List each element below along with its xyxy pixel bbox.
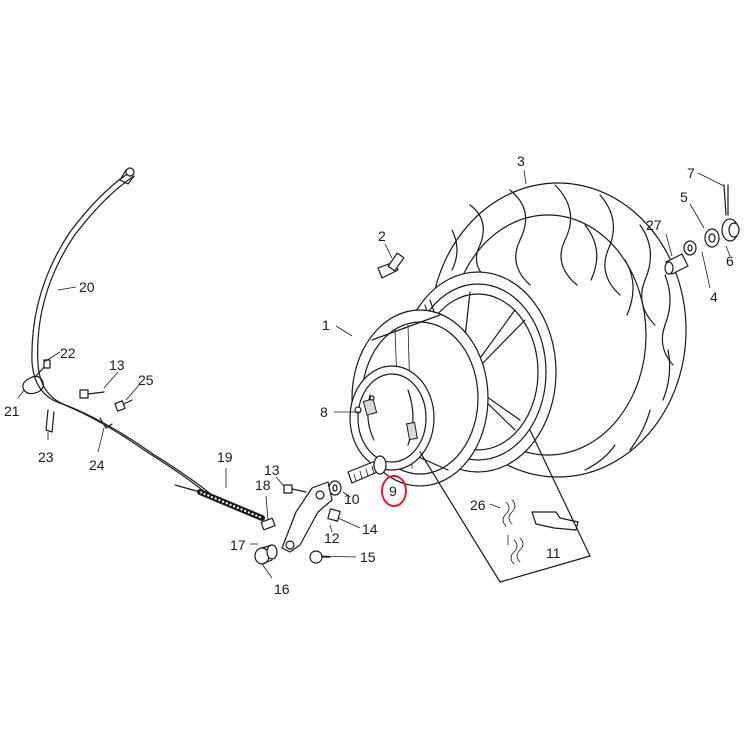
callout-3: 3 — [517, 153, 525, 169]
spacer — [260, 517, 276, 531]
brake-plate — [349, 365, 435, 471]
highlight-ring-9 — [381, 475, 407, 507]
axle-shaft — [347, 455, 387, 484]
washer-5 — [704, 228, 720, 248]
callout-11: 11 — [546, 545, 561, 561]
callout-19: 19 — [217, 449, 233, 465]
brake-cable — [31, 167, 214, 497]
callout-15: 15 — [360, 549, 376, 565]
callout-1: 1 — [322, 317, 330, 333]
bolt-15 — [309, 550, 331, 564]
callout-21: 21 — [4, 403, 20, 419]
cable-bracket — [45, 409, 55, 433]
callout-2: 2 — [378, 228, 386, 244]
callout-26: 26 — [470, 497, 486, 513]
springs-inset — [419, 429, 591, 583]
callout-6: 6 — [726, 253, 734, 269]
callout-20: 20 — [79, 279, 95, 295]
washer-4 — [683, 240, 697, 256]
callout-17: 17 — [230, 537, 246, 553]
bolt-25 — [114, 399, 133, 412]
brake-lever — [281, 481, 333, 553]
callout-12: 12 — [324, 530, 340, 546]
bushing — [254, 544, 278, 565]
callout-13-lower: 13 — [264, 462, 280, 478]
callout-24: 24 — [89, 457, 105, 473]
callout-25: 25 — [138, 372, 154, 388]
tire-valve — [377, 252, 405, 279]
callout-16: 16 — [274, 581, 290, 597]
castle-nut — [721, 218, 740, 242]
callout-27: 27 — [646, 217, 662, 233]
callout-22: 22 — [60, 345, 76, 361]
callout-8: 8 — [320, 404, 328, 420]
callout-10: 10 — [344, 491, 360, 507]
bolt-lower — [283, 484, 307, 494]
cable-holder — [99, 417, 113, 429]
cotter-pin — [723, 184, 729, 216]
spacer-27 — [664, 253, 689, 275]
callout-18: 18 — [255, 477, 271, 493]
bolt-upper — [79, 389, 105, 399]
callout-4: 4 — [710, 289, 718, 305]
cable-clip — [22, 359, 51, 395]
callout-7: 7 — [687, 165, 695, 181]
callout-9: 9 — [389, 483, 397, 499]
callout-13-upper: 13 — [109, 357, 125, 373]
cable-spring — [197, 489, 265, 521]
callout-5: 5 — [680, 189, 688, 205]
leader-lines — [17, 169, 731, 579]
callout-23: 23 — [38, 449, 54, 465]
nut — [327, 508, 341, 522]
callout-14: 14 — [362, 521, 378, 537]
